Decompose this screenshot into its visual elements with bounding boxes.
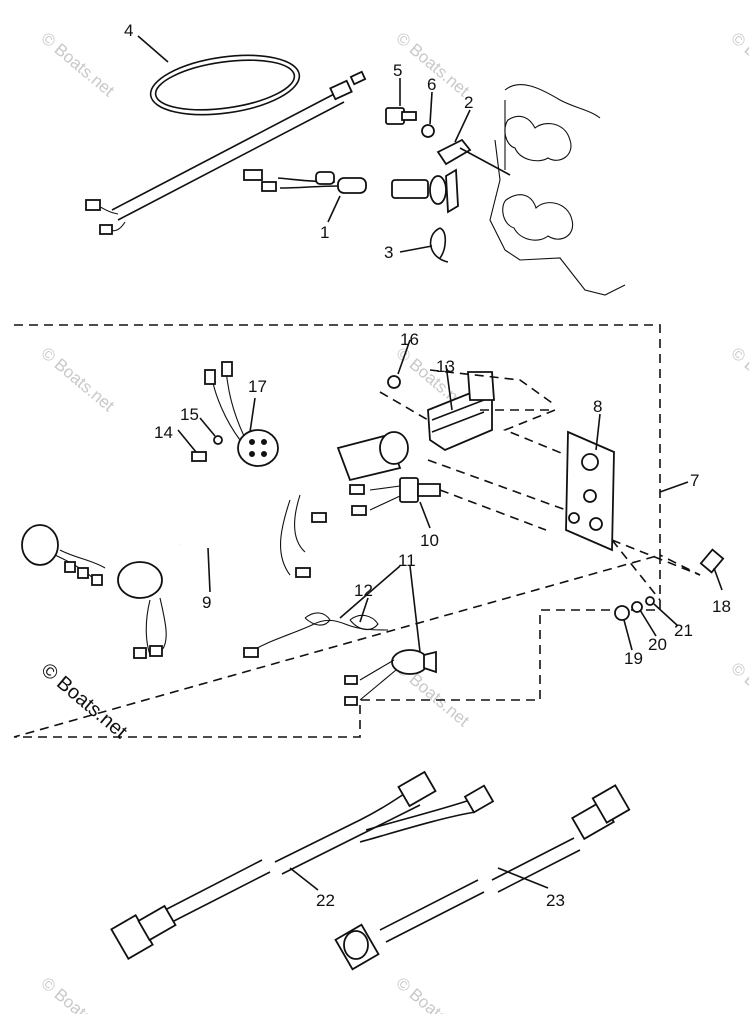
- main-harness-part: [21, 431, 409, 659]
- callout-6: 6: [427, 75, 436, 94]
- nut-19-part: [614, 605, 630, 621]
- watermark-text: © Boats.net: [37, 29, 118, 101]
- callout-2: 2: [464, 93, 473, 112]
- watermark-text: © Boats.net: [727, 659, 749, 731]
- watermark-text: © Boats.net: [37, 974, 118, 1014]
- callout-16: 16: [400, 330, 419, 349]
- washer-20-part: [631, 601, 643, 613]
- dashed-leaders: [379, 369, 701, 601]
- callout-19: 19: [624, 649, 643, 668]
- callout-20: 20: [648, 635, 667, 654]
- engine-outline: [489, 84, 626, 296]
- toggle-switch-part: [349, 477, 441, 516]
- bolt-18-part: [699, 548, 725, 574]
- bolt-part: [385, 107, 417, 125]
- callout-14: 14: [154, 423, 173, 442]
- callout-labels: 4 5 6 2 1 3 16 13 17 15 14 8 7 10 11 12 …: [124, 21, 731, 910]
- callout-3: 3: [384, 243, 393, 262]
- switch-panel-part: [565, 430, 615, 552]
- leader-line: [459, 147, 511, 176]
- callout-9: 9: [202, 593, 211, 612]
- cable-coil-part: [85, 54, 367, 235]
- callout-8: 8: [593, 397, 602, 416]
- harness-bracket-part: [427, 371, 495, 452]
- callout-10: 10: [420, 531, 439, 550]
- round-connector-part: [204, 361, 279, 467]
- bracket-part: [436, 138, 472, 166]
- callout-15: 15: [180, 405, 199, 424]
- callout-5: 5: [393, 61, 402, 80]
- extension-harness-23-part: [334, 784, 631, 971]
- callout-11: 11: [398, 551, 416, 570]
- stop-switch-part: [344, 649, 437, 706]
- callout-18: 18: [712, 597, 731, 616]
- callout-13: 13: [436, 357, 455, 376]
- watermark-text: © Boats.net: [392, 974, 473, 1014]
- extension-harness-22-part: [110, 770, 495, 960]
- callout-leaders: [137, 35, 723, 891]
- watermark-text: © Boats.net: [727, 344, 749, 416]
- callout-7: 7: [690, 471, 699, 490]
- callout-23: 23: [546, 891, 565, 910]
- watermark-text: © Boats.net: [727, 29, 749, 101]
- screw-part: [191, 451, 207, 462]
- lanyard-part: [243, 612, 389, 658]
- key-switch-part: [243, 168, 459, 214]
- watermark-text-dark: © Boats.net: [37, 659, 132, 743]
- callout-12: 12: [354, 581, 373, 600]
- screw-washer-part: [213, 435, 223, 445]
- callout-17: 17: [248, 377, 267, 396]
- callout-21: 21: [674, 621, 693, 640]
- nut-part: [387, 375, 401, 389]
- watermark-group: © Boats.net © Boats.net © Boats.net © Bo…: [37, 29, 749, 1014]
- watermark-text: © Boats.net: [37, 344, 118, 416]
- washer-part: [421, 124, 435, 138]
- callout-1: 1: [320, 223, 329, 242]
- clip-part: [429, 227, 449, 263]
- callout-22: 22: [316, 891, 335, 910]
- washer-21-part: [645, 596, 655, 606]
- callout-4: 4: [124, 21, 133, 40]
